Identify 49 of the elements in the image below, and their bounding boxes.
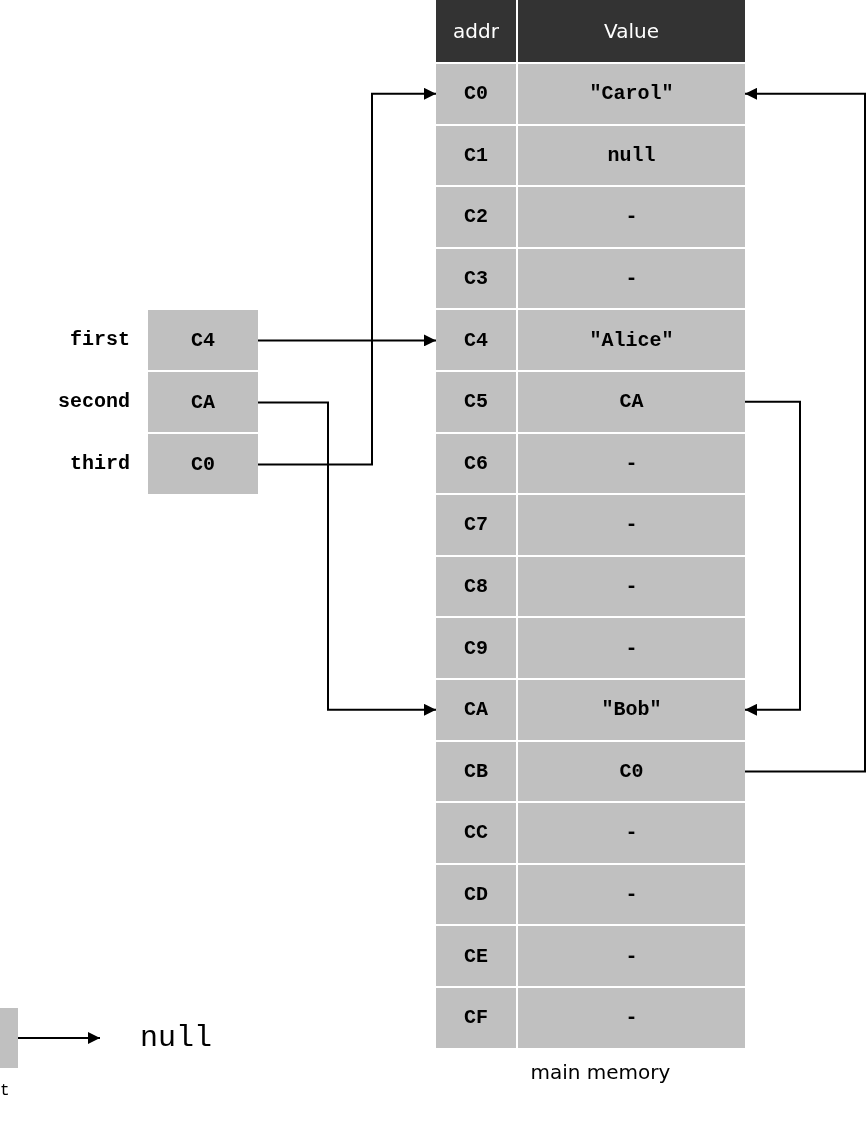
address-cell: CB xyxy=(436,741,516,802)
value-cell: - xyxy=(518,618,745,678)
arrow xyxy=(257,401,437,716)
null-text: null xyxy=(140,1018,240,1058)
address-cell: CD xyxy=(436,864,516,925)
value-cell: "Bob" xyxy=(518,680,745,740)
address-cell: C1 xyxy=(436,125,516,186)
address-cell: CC xyxy=(436,803,516,863)
variable-cell: C0 xyxy=(148,434,258,495)
label-text: t xyxy=(0,1082,10,1100)
value-cell: - xyxy=(518,803,745,863)
value-cell: - xyxy=(518,926,745,986)
value-cell: - xyxy=(518,495,745,555)
address-cell: C3 xyxy=(436,248,516,309)
value-cell: - xyxy=(518,988,745,1048)
header-cell: addr xyxy=(436,0,516,62)
arrow xyxy=(744,400,801,716)
variable-name: first xyxy=(70,328,130,352)
address-cell: C4 xyxy=(436,310,516,370)
value-cell: "Carol" xyxy=(518,64,745,124)
address-cell: CE xyxy=(436,926,516,986)
variable-cell: CA xyxy=(148,372,258,433)
address-cell: C8 xyxy=(436,556,516,617)
arrow xyxy=(744,87,866,773)
address-cell: C7 xyxy=(436,495,516,555)
value-cell: "Alice" xyxy=(518,310,745,370)
value-cell: CA xyxy=(518,372,745,432)
address-cell: C2 xyxy=(436,187,516,247)
arrow xyxy=(257,334,437,347)
address-cell: CA xyxy=(436,680,516,740)
address-cell: C9 xyxy=(436,618,516,678)
arrow xyxy=(17,1032,101,1044)
address-cell: CF xyxy=(436,988,516,1048)
value-cell: - xyxy=(518,556,745,617)
value-cell: - xyxy=(518,864,745,925)
value-cell: - xyxy=(518,187,745,247)
memory-label: main memory xyxy=(530,1060,671,1084)
address-cell: C0 xyxy=(436,64,516,124)
value-cell: - xyxy=(518,433,745,494)
value-cell: null xyxy=(518,125,745,186)
variable-cell: C4 xyxy=(148,310,258,371)
variable-name: third xyxy=(70,452,130,476)
arrow xyxy=(257,87,437,466)
value-cell: C0 xyxy=(518,741,745,802)
address-cell: C6 xyxy=(436,433,516,494)
header-cell: Value xyxy=(518,0,745,62)
value-cell: - xyxy=(518,248,745,309)
address-cell: C5 xyxy=(436,372,516,432)
variable-name: second xyxy=(58,390,130,414)
